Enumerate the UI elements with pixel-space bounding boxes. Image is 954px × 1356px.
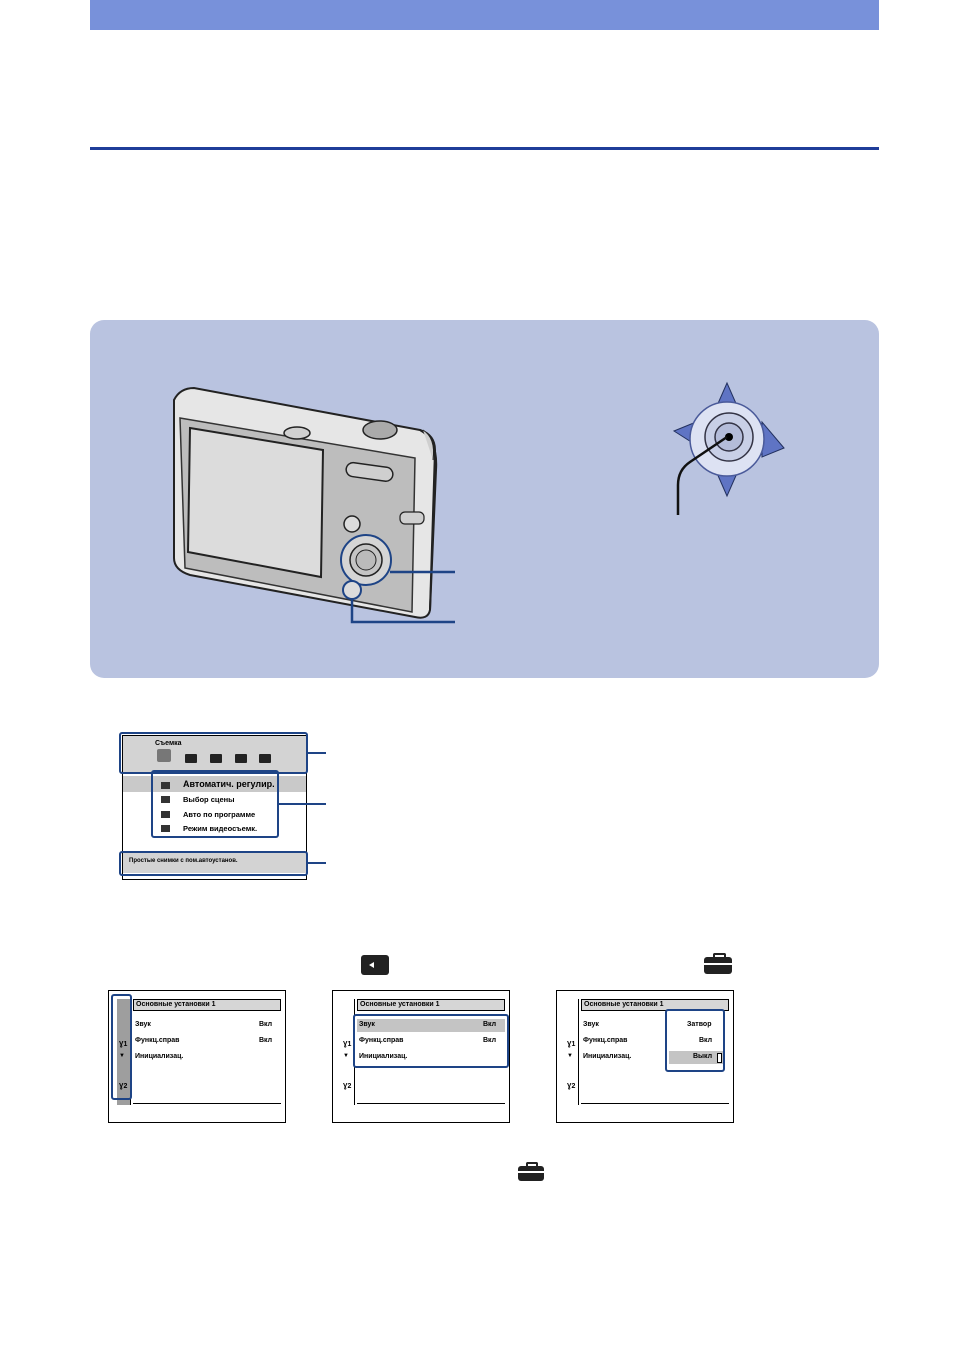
menu-item[interactable]: Автоматич. регулир.	[183, 779, 275, 789]
section-rule	[90, 147, 879, 150]
popup-option[interactable]: Выкл	[693, 1053, 713, 1060]
camera-illustration	[173, 381, 785, 624]
card-icon[interactable]	[235, 754, 247, 763]
setup1-icon: Ɣ1	[343, 1041, 352, 1048]
toolbox-icon	[518, 1162, 544, 1181]
setup-row-label[interactable]: Звук	[359, 1021, 375, 1028]
setup-row-label[interactable]: Инициализац.	[359, 1053, 408, 1060]
divider	[578, 999, 579, 1105]
movie-mode-icon	[161, 825, 170, 832]
left-arrow-button-icon	[361, 955, 389, 975]
setup-row-highlight	[357, 1019, 505, 1032]
popup-frame	[665, 1009, 725, 1072]
popup-option[interactable]: Затвор	[687, 1021, 712, 1028]
arrow-down-icon: ▼	[343, 1053, 349, 1059]
popup-option[interactable]: Вкл	[699, 1037, 713, 1044]
control-button-closeup	[672, 381, 785, 498]
setup-screen-3: Ɣ1 ▼ Ɣ2 Основные установки 1 Звук Функц.…	[556, 990, 734, 1123]
callout-line-center-button	[676, 435, 728, 515]
header-bar	[90, 0, 879, 30]
print-icon[interactable]	[210, 754, 222, 763]
play-icon[interactable]	[185, 754, 197, 763]
setup2-icon: Ɣ2	[343, 1083, 352, 1090]
camera-icon[interactable]	[157, 749, 171, 762]
setup-row-value: Вкл	[483, 1037, 497, 1044]
menu-help-bar	[123, 853, 306, 873]
arrow-down-icon: ▼	[119, 1053, 125, 1059]
setup2-icon: Ɣ2	[119, 1083, 128, 1090]
setup-row-label: Инициализац.	[583, 1053, 632, 1060]
setup-screen-1: Ɣ1 ▼ Ɣ2 Основные установки 1 Звук Вкл Фу…	[108, 990, 286, 1123]
setup-row-value: Вкл	[259, 1021, 273, 1028]
arrow-down-icon: ▼	[567, 1053, 573, 1059]
setup-tab-column[interactable]	[117, 999, 130, 1105]
callout-line-menu-button	[350, 599, 455, 624]
divider	[581, 1103, 729, 1104]
setup-row-label: Функц.справ	[135, 1037, 180, 1044]
scene-mode-icon	[161, 796, 170, 803]
camera-body	[173, 386, 438, 619]
tab-region-frame	[119, 732, 308, 774]
items-frame	[353, 1014, 509, 1068]
tab-column-frame	[111, 994, 132, 1100]
setup-title: Основные установки 1	[581, 999, 729, 1011]
setup2-icon: Ɣ2	[567, 1083, 576, 1090]
help-region-frame	[119, 851, 308, 876]
setup-title: Основные установки 1	[357, 999, 505, 1011]
menu-item[interactable]: Режим видеосъемк.	[183, 824, 258, 833]
setup-row-value: Вкл	[259, 1037, 273, 1044]
divider	[357, 1103, 505, 1104]
menu-item[interactable]: Авто по программе	[183, 810, 256, 819]
setup-row-label[interactable]: Функц.справ	[359, 1037, 404, 1044]
setup-row-value: Вкл	[483, 1021, 497, 1028]
callout-line-help	[308, 862, 326, 864]
setup-row-label: Звук	[135, 1021, 151, 1028]
menu-item[interactable]: Выбор сцены	[183, 795, 235, 804]
items-region-frame	[151, 770, 279, 838]
setup1-icon: Ɣ1	[119, 1041, 128, 1048]
auto-mode-icon	[161, 782, 170, 789]
toolbox-icon[interactable]	[259, 754, 271, 763]
divider	[133, 1103, 281, 1104]
setup-row-label: Звук	[583, 1021, 599, 1028]
callout-line-items	[279, 803, 326, 805]
setup-screen-2: Ɣ1 ▼ Ɣ2 Основные установки 1 Звук Вкл Фу…	[332, 990, 510, 1123]
setup-row-label: Инициализац.	[135, 1053, 184, 1060]
menu-help-text: Простые снимки с пом.автоустанов.	[129, 858, 238, 864]
setup1-icon: Ɣ1	[567, 1041, 576, 1048]
callout-line-tabs	[308, 752, 326, 754]
scroll-indicator	[717, 1053, 722, 1063]
popup-highlight	[669, 1051, 723, 1064]
menu-tab-label: Съемка	[155, 740, 182, 747]
setup-row-label: Функц.справ	[583, 1037, 628, 1044]
setup-title: Основные установки 1	[133, 999, 281, 1011]
toolbox-icon	[704, 953, 732, 974]
program-mode-icon	[161, 811, 170, 818]
